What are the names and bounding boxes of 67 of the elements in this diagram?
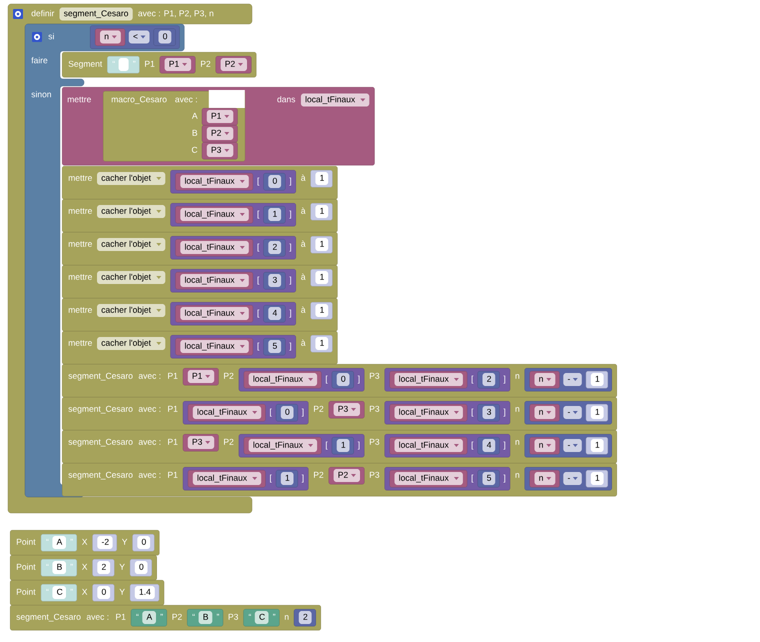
variable-block: local_tFinaux bbox=[244, 371, 322, 388]
text-block: “ C ” bbox=[243, 609, 280, 626]
number-block: 0 bbox=[332, 371, 354, 388]
number-block: 1.4 bbox=[130, 584, 160, 602]
text-block: “ ” bbox=[107, 56, 140, 74]
variable-block: local_tFinaux bbox=[175, 206, 254, 224]
number-block: 2 bbox=[478, 371, 500, 388]
number-block: 2 bbox=[92, 559, 114, 576]
number-block: 0 bbox=[130, 559, 152, 576]
variable-block: local_tFinaux bbox=[175, 272, 254, 290]
variable-block: P3 bbox=[182, 434, 219, 452]
number-block: 1 bbox=[310, 335, 333, 352]
number-block: 1 bbox=[586, 470, 608, 488]
variable-block: local_tFinaux bbox=[188, 404, 266, 422]
variable-block: local_tFinaux bbox=[390, 470, 468, 488]
variable-block: local_tFinaux bbox=[175, 338, 254, 356]
number-block: 3 bbox=[478, 404, 500, 422]
number-block: 1 bbox=[586, 404, 608, 422]
number-block: 1 bbox=[276, 470, 298, 488]
variable-block: local_tFinaux bbox=[390, 404, 468, 422]
number-block: 5 bbox=[478, 470, 500, 488]
number-block: 1 bbox=[586, 371, 608, 388]
number-block: 2 bbox=[263, 239, 286, 256]
variable-block: local_tFinaux bbox=[390, 371, 468, 388]
variable-block: local_tFinaux bbox=[390, 437, 468, 454]
variable-block: P1 bbox=[182, 368, 219, 386]
variable-block: n bbox=[530, 437, 560, 454]
variable-block: n bbox=[530, 470, 560, 488]
number-block: 0 bbox=[92, 584, 114, 602]
text-block: “ A ” bbox=[130, 609, 167, 626]
number-block: 0 bbox=[154, 28, 176, 46]
text-block: “ A ” bbox=[40, 534, 77, 552]
number-block: 1 bbox=[310, 170, 333, 188]
variable-block: P1 bbox=[160, 56, 196, 74]
text-block: “ B ” bbox=[40, 559, 77, 576]
number-block: 1 bbox=[310, 269, 333, 286]
number-block: 4 bbox=[263, 305, 286, 322]
variable-block: local_tFinaux bbox=[175, 239, 254, 256]
variable-block: local_tFinaux bbox=[188, 470, 266, 488]
variable-block: P2 bbox=[202, 125, 238, 142]
number-block: 1 bbox=[310, 302, 333, 320]
number-block: 0 bbox=[263, 173, 286, 190]
variable-block: P1 bbox=[202, 108, 238, 126]
text-block: “ B ” bbox=[187, 609, 224, 626]
variable-block: P2 bbox=[328, 467, 364, 484]
number-block: 5 bbox=[263, 338, 286, 356]
variable-block: local_tFinaux bbox=[175, 305, 254, 322]
variable-block: P3 bbox=[202, 142, 238, 160]
number-block: 1 bbox=[263, 206, 286, 224]
number-block: 1 bbox=[332, 437, 354, 454]
number-block: 0 bbox=[132, 534, 154, 552]
variable-block: n bbox=[530, 404, 560, 422]
number-block: 2 bbox=[294, 609, 316, 626]
variable-block: n bbox=[95, 28, 126, 46]
number-block: 4 bbox=[478, 437, 500, 454]
variable-block: n bbox=[530, 371, 560, 388]
number-block: 1 bbox=[310, 203, 333, 220]
number-block: 3 bbox=[263, 272, 286, 290]
variable-block: P3 bbox=[328, 401, 364, 418]
variable-block: P2 bbox=[216, 56, 252, 74]
variable-block: local_tFinaux bbox=[244, 437, 322, 454]
variable-block: local_tFinaux bbox=[175, 173, 254, 190]
number-block: 1 bbox=[310, 236, 333, 254]
number-block: 1 bbox=[586, 437, 608, 454]
text-block: “ C ” bbox=[40, 584, 77, 602]
number-block: 0 bbox=[276, 404, 298, 422]
number-block: -2 bbox=[92, 534, 117, 552]
